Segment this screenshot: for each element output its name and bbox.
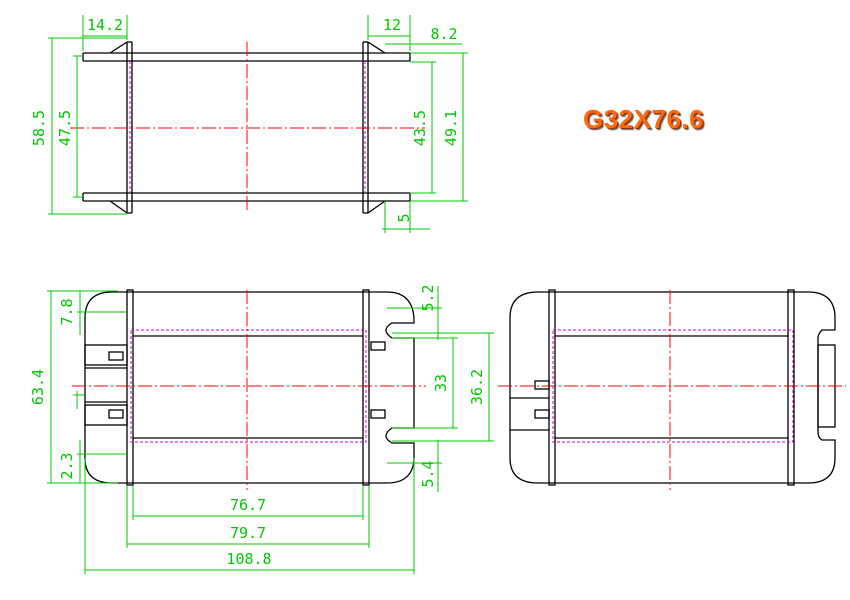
top-dim-label-2: 12 (383, 16, 401, 34)
front-dim-label-9: 79.7 (230, 524, 266, 542)
front-dim-label-6: 2.3 (58, 452, 76, 479)
side-view-outline (509, 289, 836, 486)
front-dim-label-3: 63.4 (29, 369, 47, 405)
top-dim-label-7: 49.1 (442, 110, 460, 146)
top-view (48, 15, 468, 233)
top-dim-label-6: 43.5 (411, 110, 429, 146)
front-dim-label-10: 108.8 (226, 550, 271, 568)
front-dim-label-2: 5.2 (419, 284, 437, 311)
front-view-centerlines (72, 290, 426, 490)
front-dim-label-8: 76.7 (230, 496, 266, 514)
top-dim-label-8: 5 (395, 213, 413, 222)
front-dim-label-5: 36.2 (468, 369, 486, 405)
top-view-dimension-lines (48, 15, 468, 233)
top-dim-label-5: 47.5 (56, 110, 74, 146)
part-number-title: G32X76.6 (583, 104, 705, 134)
side-view-centerlines (498, 290, 846, 490)
front-view-outline (84, 289, 415, 486)
front-dim-label-1: 7.8 (58, 298, 76, 325)
top-view-dimension-labels: 14.2 12 8.2 58.5 47.5 43.5 49.1 5 (30, 16, 460, 223)
top-dim-label-4: 58.5 (30, 110, 48, 146)
front-dim-label-7: 5.4 (419, 460, 437, 487)
front-view-dimension-lines (47, 286, 494, 574)
front-dim-label-4: 33 (432, 374, 450, 392)
front-view-dimension-labels: 7.8 5.2 63.4 33 36.2 2.3 5.4 76.7 79.7 1… (29, 284, 486, 568)
top-dim-label-3: 8.2 (430, 25, 457, 43)
side-view (498, 289, 846, 490)
top-view-centerlines (70, 42, 425, 210)
front-view (47, 286, 494, 574)
top-dim-label-1: 14.2 (87, 16, 123, 34)
top-view-hidden-lines (129, 61, 366, 193)
